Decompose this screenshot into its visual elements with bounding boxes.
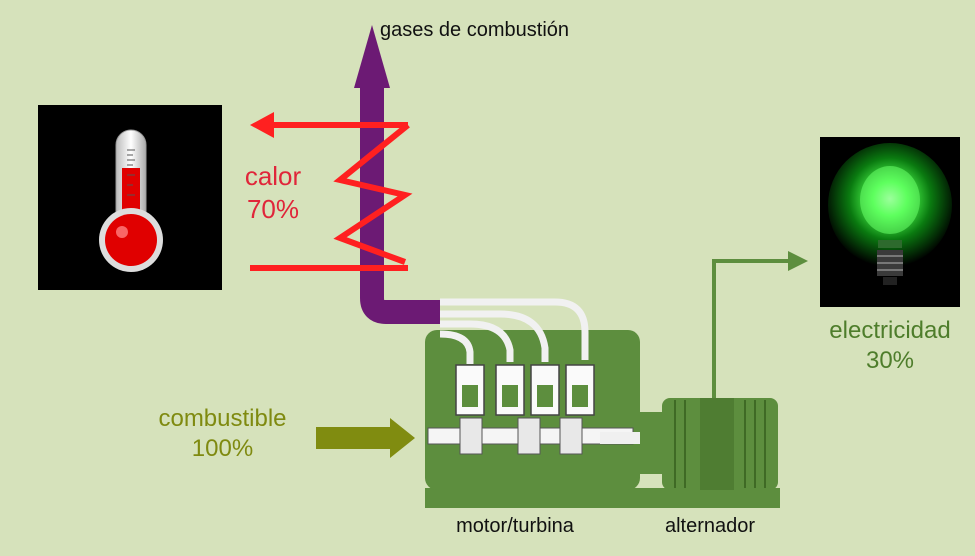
thermometer-icon [38, 105, 222, 290]
electricity-percent: 30% [865, 347, 915, 374]
fuel-name: combustible [158, 405, 287, 432]
alternator-icon [640, 398, 778, 490]
exhaust-label: gases de combustión [380, 19, 570, 41]
alternator-label: alternador [664, 515, 756, 537]
engine-label: motor/turbina [456, 515, 574, 537]
electricity-label: electricidad 30% [815, 316, 965, 376]
fuel-arrow [316, 418, 415, 458]
heat-label: calor 70% [228, 160, 318, 225]
exhaust-arrow [354, 25, 440, 324]
lightbulb-icon [820, 137, 960, 307]
electricity-name: electricidad [829, 317, 951, 344]
fuel-percent: 100% [191, 435, 254, 462]
heat-name: calor [244, 161, 302, 191]
heat-arrowhead [250, 112, 274, 138]
fuel-label: combustible 100% [140, 404, 305, 464]
heat-arrow [250, 122, 413, 271]
electricity-arrow [712, 251, 808, 398]
engine-icon [425, 298, 780, 508]
heat-percent: 70% [246, 193, 300, 224]
